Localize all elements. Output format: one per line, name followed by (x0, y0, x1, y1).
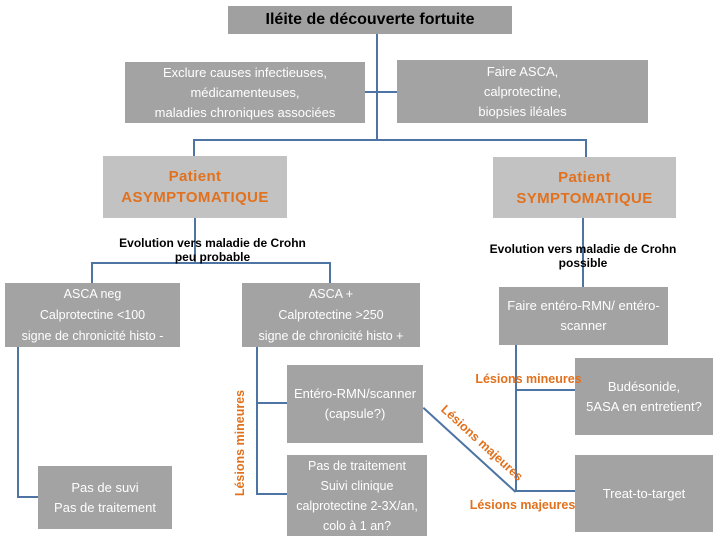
box-patient-asymptomatique: Patient ASYMPTOMATIQUE (103, 156, 287, 218)
connector-stub-entero-rmn (256, 402, 287, 404)
box-patient-symptomatique: Patient SYMPTOMATIQUE (493, 157, 676, 218)
connector-drop-asca-pos (329, 262, 331, 283)
box-entero-rmn-capsule: Entéro-RMN/scanner (capsule?) (287, 365, 423, 443)
box-budesonide: Budésonide, 5ASA en entretient? (575, 358, 713, 435)
connector-drop-symptomatique (585, 139, 587, 157)
connector-asympto-down (194, 218, 196, 263)
connector-row2-horizontal (365, 91, 397, 93)
title-box: Iléite de découverte fortuite (228, 6, 512, 34)
box-asca-pos: ASCA + Calprotectine >250 signe de chron… (242, 283, 420, 347)
connector-drop-asca-neg (91, 262, 93, 283)
box-pas-de-suvi: Pas de suvi Pas de traitement (38, 466, 172, 529)
box-exclure-causes: Exclure causes infectieuses, médicamente… (125, 62, 365, 123)
connector-drop-asymptomatique (193, 139, 195, 156)
connector-stub-pas-de-suvi (17, 496, 38, 498)
connector-branch-horizontal (193, 139, 587, 141)
connector-left-column (17, 347, 19, 498)
connector-diagonal-lesions-majeures (422, 407, 517, 493)
connector-left-branch (91, 262, 331, 264)
box-faire-asca: Faire ASCA, calprotectine, biopsies iléa… (397, 60, 648, 123)
label-evolution-peu-probable: Evolution vers maladie de Crohn peu prob… (119, 236, 306, 264)
connector-stub-treat-target (515, 490, 575, 492)
label-lesions-mineures-left: Lésions mineures (233, 389, 247, 497)
connector-stub-pas-traitement (256, 493, 287, 495)
label-lesions-mineures-right: Lésions mineures (475, 372, 582, 386)
box-asca-neg: ASCA neg Calprotectine <100 signe de chr… (5, 283, 180, 347)
box-faire-entero-rmn: Faire entéro-RMN/ entéro- scanner (499, 287, 668, 345)
connector-right-column (515, 345, 517, 492)
connector-sympto-down (582, 218, 584, 287)
box-pas-de-traitement-suivi: Pas de traitement Suivi clinique calprot… (287, 455, 427, 536)
label-evolution-possible: Evolution vers maladie de Crohn possible (489, 242, 677, 270)
connector-mid-column (256, 347, 258, 495)
connector-stub-budesonide (515, 389, 575, 391)
box-treat-to-target: Treat-to-target (575, 455, 713, 532)
connector-title-down (376, 34, 378, 140)
label-lesions-majeures-right: Lésions majeures (469, 498, 576, 512)
